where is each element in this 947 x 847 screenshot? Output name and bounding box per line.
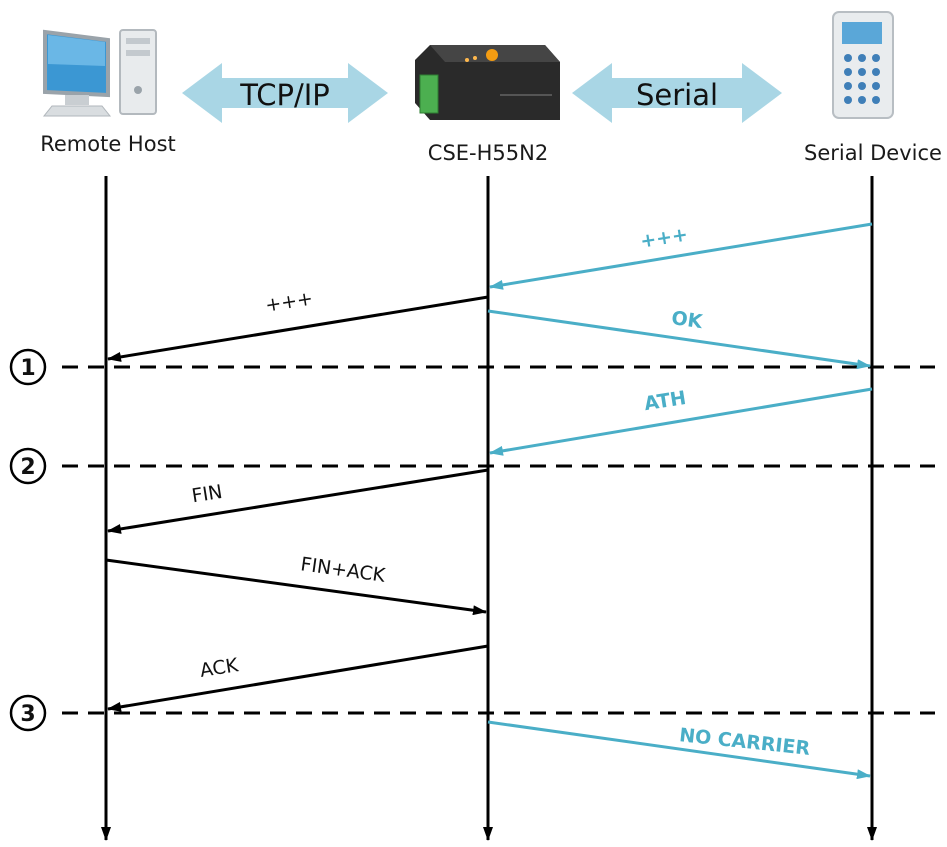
message-fin-label: FIN	[190, 481, 224, 508]
step-1-number: 1	[20, 356, 35, 381]
participant-serial-device: Serial Device	[804, 141, 942, 165]
tcpip-link-label: TCP/IP	[239, 78, 330, 112]
message-ack-label: ACK	[198, 654, 240, 682]
message-ath-label: ATH	[643, 387, 688, 415]
device-icon	[415, 45, 560, 120]
participant-device: CSE-H55N2	[428, 141, 548, 165]
step-2-number: 2	[20, 455, 35, 480]
message-plus-serial-label: +++	[639, 223, 690, 252]
message-ack	[107, 644, 489, 712]
message-fin-ack	[105, 558, 487, 616]
keypad-icon	[832, 11, 894, 119]
step-2-marker: 2	[9, 447, 47, 485]
message-fin	[107, 468, 489, 534]
message-ok	[487, 309, 871, 370]
serial-link-arrow	[572, 63, 782, 123]
message-plus-tcp	[107, 295, 489, 362]
serial-link-label: Serial	[636, 78, 718, 112]
step-1-marker: 1	[9, 348, 47, 386]
tcpip-link-arrow	[182, 63, 388, 123]
message-no-carrier	[487, 720, 871, 780]
step-3-number: 3	[20, 702, 35, 727]
message-plus-tcp-label: +++	[264, 287, 315, 316]
participant-remote-host: Remote Host	[40, 132, 176, 156]
computer-icon	[42, 29, 157, 117]
message-fin-ack-label: FIN+ACK	[299, 553, 387, 587]
step-3-marker: 3	[9, 694, 47, 732]
message-ok-label: OK	[670, 307, 705, 333]
message-no-carrier-label: NO CARRIER	[678, 724, 811, 760]
message-plus-serial	[489, 222, 873, 290]
message-ath	[489, 387, 873, 456]
